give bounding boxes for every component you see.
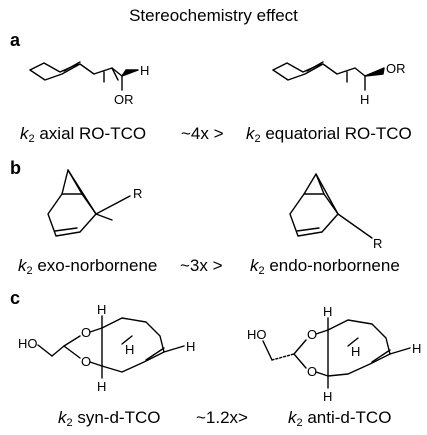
panel-a-relation: ~4x > — [181, 124, 224, 143]
syn-o-top-label: O — [81, 325, 92, 340]
panel-letter-a: a — [10, 30, 21, 50]
syn-d-tco-structure — [37, 315, 185, 379]
syn-ho-label: HO — [18, 336, 38, 351]
panel-c-relation: ~1.2x> — [196, 408, 248, 427]
anti-h-inner-label: H — [351, 344, 361, 359]
syn-d-tco-caption: k2 syn-d-TCO — [58, 408, 161, 429]
equatorial-ro-tco-caption: k2 equatorial RO-TCO — [246, 124, 412, 145]
panel-b-relation: ~3x > — [180, 256, 223, 275]
syn-h-right-label: H — [186, 339, 196, 354]
endo-r-label: R — [373, 236, 383, 251]
exo-r-label: R — [133, 186, 143, 201]
syn-h-inner-label: H — [125, 342, 135, 357]
anti-h-bottom-label: H — [323, 389, 333, 404]
syn-h-bottom-label: H — [97, 379, 107, 394]
anti-o-bottom-label: O — [307, 364, 318, 379]
anti-d-tco-structure — [262, 317, 411, 389]
endo-norbornene-caption: k2 endo-norbornene — [250, 256, 400, 277]
exo-norbornene-structure — [47, 169, 131, 237]
endo-norbornene-structure — [289, 173, 373, 239]
anti-d-tco-caption: k2 anti-d-TCO — [288, 408, 392, 429]
equatorial-ro-tco-structure — [272, 61, 385, 91]
figure-title: Stereochemistry effect — [129, 6, 298, 25]
equatorial-or-label: OR — [386, 61, 406, 76]
anti-o-top-label: O — [307, 327, 318, 342]
anti-ho-label: HO — [247, 327, 267, 342]
anti-h-right-label: H — [412, 341, 422, 356]
axial-h-label: H — [140, 63, 150, 78]
syn-h-top-label: H — [97, 302, 107, 317]
exo-norbornene-caption: k2 exo-norbornene — [18, 256, 158, 277]
panel-letter-c: c — [10, 288, 21, 308]
axial-ro-tco-caption: k2 axial RO-TCO — [20, 124, 147, 145]
syn-o-bottom-label: O — [81, 354, 92, 369]
axial-ro-tco-structure — [29, 61, 139, 91]
anti-h-top-label: H — [323, 304, 333, 319]
equatorial-h-label: H — [360, 92, 370, 107]
panel-letter-b: b — [10, 158, 21, 178]
axial-or-label: OR — [114, 92, 134, 107]
